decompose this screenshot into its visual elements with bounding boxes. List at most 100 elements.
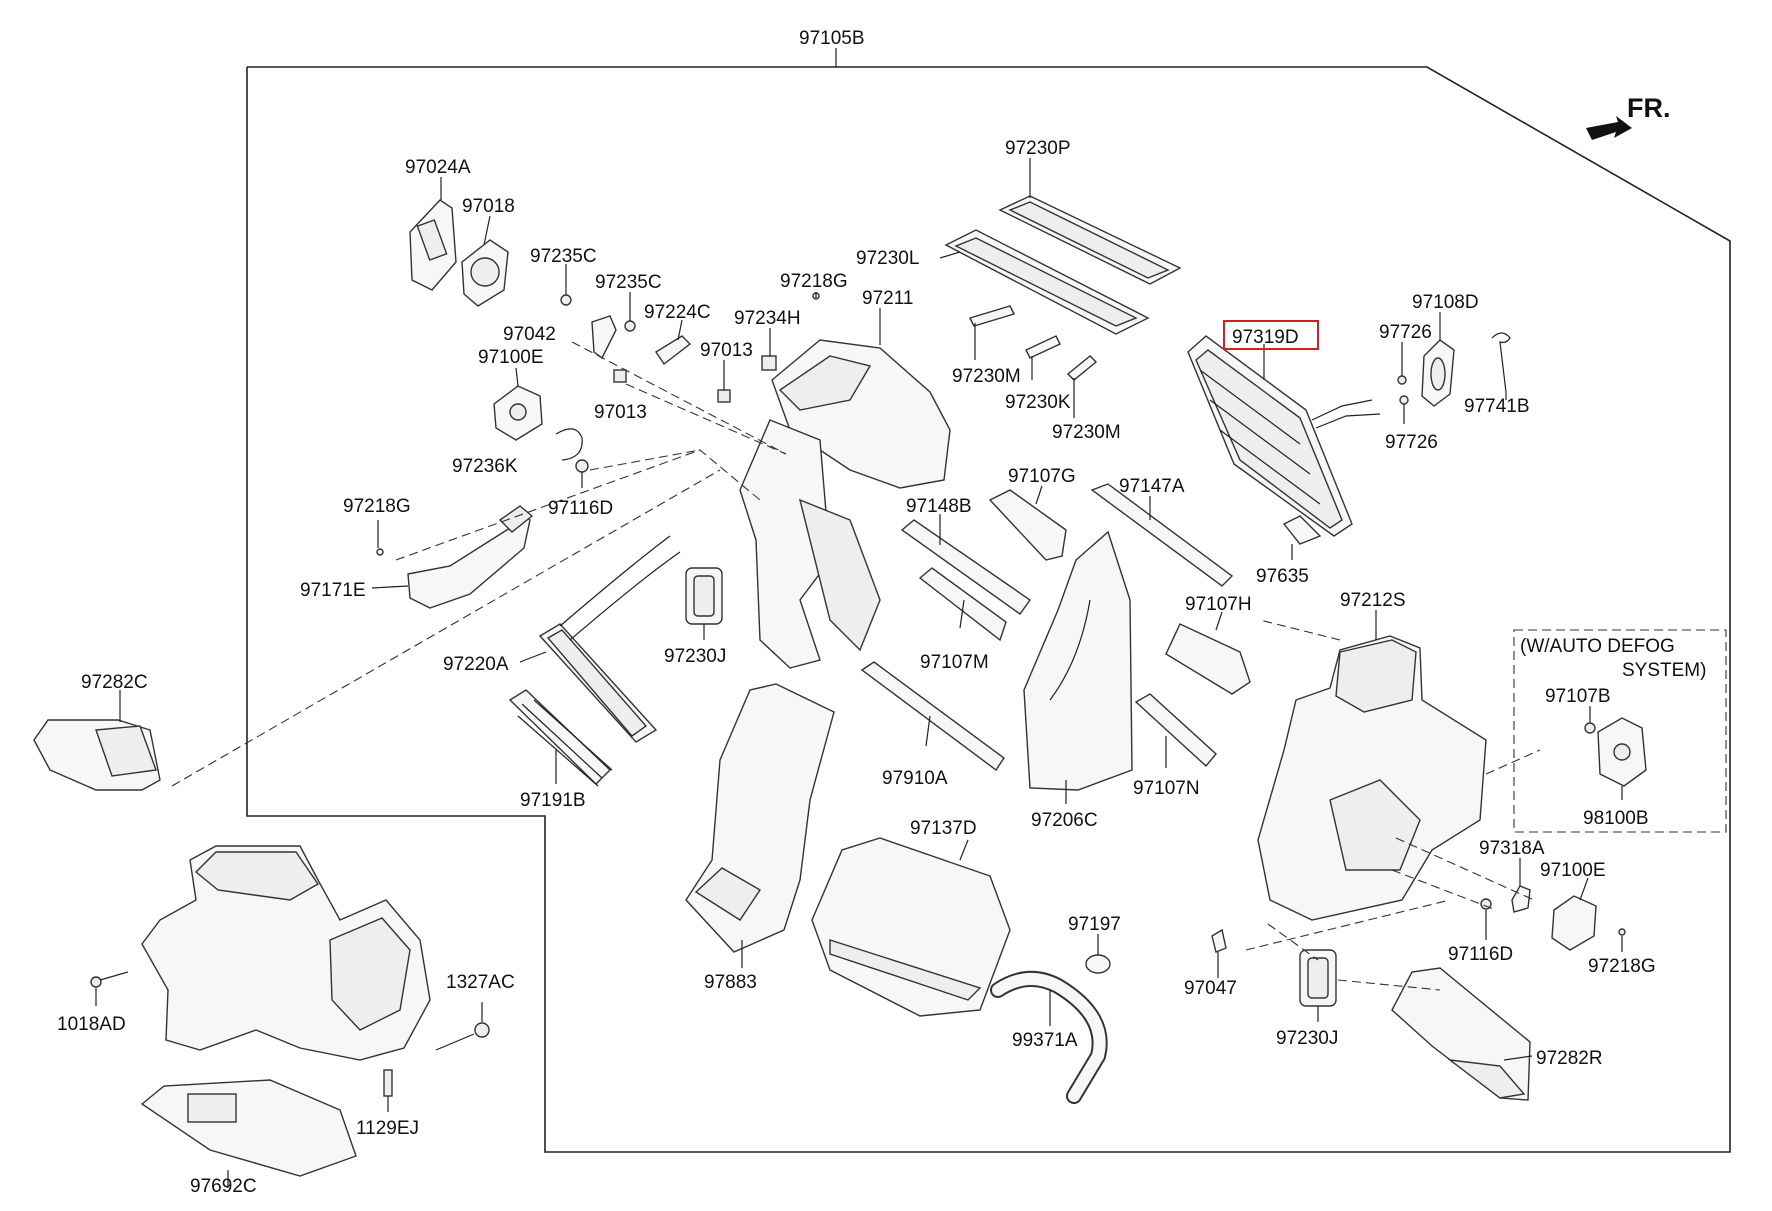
callout-97116D-a[interactable]: 97116D — [548, 498, 613, 519]
callout-97107N[interactable]: 97107N — [1133, 778, 1200, 799]
part-97108D-shape — [1421, 339, 1455, 407]
part-97013-a-shape — [613, 369, 627, 383]
callout-97230L[interactable]: 97230L — [856, 248, 919, 269]
part-97635-shape — [1282, 515, 1322, 545]
part-97100E-b-shape — [1551, 895, 1597, 951]
callout-97282C[interactable]: 97282C — [81, 672, 148, 693]
highlight-frame-97319D — [1223, 320, 1319, 350]
callout-97230M-a[interactable]: 97230M — [952, 366, 1021, 387]
callout-97319D[interactable]: 97319D — [1232, 327, 1299, 348]
callout-97100E-a[interactable]: 97100E — [478, 347, 544, 368]
callout-97230P[interactable]: 97230P — [1005, 138, 1071, 159]
callout-97235C-a[interactable]: 97235C — [530, 246, 597, 267]
part-97197-shape — [1085, 954, 1111, 974]
callout-97100E-b[interactable]: 97100E — [1540, 860, 1606, 881]
callout-97018[interactable]: 97018 — [462, 196, 515, 217]
front-direction-label: FR. — [1627, 93, 1671, 123]
callout-1129EJ[interactable]: 1129EJ — [356, 1118, 419, 1139]
callout-97230M-b[interactable]: 97230M — [1052, 422, 1121, 443]
part-1018AD-shape — [90, 976, 102, 988]
callout-97282R[interactable]: 97282R — [1536, 1048, 1603, 1069]
part-97230M-b-shape — [1066, 355, 1098, 381]
part-97220A-shape — [538, 535, 681, 743]
part-97234H-shape — [761, 355, 777, 371]
callout-97042[interactable]: 97042 — [503, 324, 556, 345]
part-97107H-shape — [1165, 623, 1251, 695]
part-1327AC-shape — [474, 1022, 490, 1038]
callout-97107B[interactable]: 97107B — [1545, 686, 1611, 707]
callout-97234H[interactable]: 97234H — [734, 308, 801, 329]
part-97235C-a-shape — [560, 294, 572, 306]
callout-99371A[interactable]: 99371A — [1012, 1030, 1078, 1051]
callout-97013-a[interactable]: 97013 — [594, 402, 647, 423]
callout-1018AD[interactable]: 1018AD — [57, 1014, 126, 1035]
part-97726-b-shape — [1399, 395, 1409, 405]
part-97147A-shape — [1090, 483, 1234, 587]
part-97018-shape — [461, 239, 509, 307]
callout-97910A[interactable]: 97910A — [882, 768, 948, 789]
callout-97236K[interactable]: 97236K — [452, 456, 518, 477]
callout-97230K[interactable]: 97230K — [1005, 392, 1071, 413]
callout-97218G-c[interactable]: 97218G — [1588, 956, 1656, 977]
callout-98100B[interactable]: 98100B — [1583, 808, 1649, 829]
part-assembly-lower-left-shape — [141, 845, 431, 1061]
callout-97741B[interactable]: 97741B — [1464, 396, 1530, 417]
callout-97197[interactable]: 97197 — [1068, 914, 1121, 935]
assembly-frame — [246, 66, 1731, 1153]
part-97910A-shape — [860, 661, 1005, 772]
callout-97883[interactable]: 97883 — [704, 972, 757, 993]
part-97218G-c-shape — [1618, 928, 1626, 936]
callout-97220A[interactable]: 97220A — [443, 654, 509, 675]
callout-97230J-a[interactable]: 97230J — [664, 646, 726, 667]
callout-97108D[interactable]: 97108D — [1412, 292, 1479, 313]
callout-97148B[interactable]: 97148B — [906, 496, 972, 517]
callout-97235C-b[interactable]: 97235C — [595, 272, 662, 293]
callout-97147A[interactable]: 97147A — [1119, 476, 1185, 497]
callout-97318A[interactable]: 97318A — [1479, 838, 1545, 859]
callout-97212S[interactable]: 97212S — [1340, 590, 1406, 611]
callout-97024A[interactable]: 97024A — [405, 157, 471, 178]
callout-97206C[interactable]: 97206C — [1031, 810, 1098, 831]
part-97319D-shape — [1187, 335, 1381, 537]
part-97230K-shape — [1025, 335, 1061, 359]
callout-97218G-a[interactable]: 97218G — [780, 271, 848, 292]
callout-97726-a[interactable]: 97726 — [1379, 322, 1432, 343]
part-97235C-b-shape — [624, 320, 636, 332]
part-97024A-shape — [409, 199, 457, 291]
part-97236K-shape — [555, 428, 583, 461]
part-97282R-shape — [1391, 967, 1531, 1101]
callout-97105B[interactable]: 97105B — [799, 28, 865, 49]
callout-97013-b[interactable]: 97013 — [700, 340, 753, 361]
callout-97224C[interactable]: 97224C — [644, 302, 711, 323]
part-97107N-shape — [1134, 693, 1217, 768]
callout-97137D[interactable]: 97137D — [910, 818, 977, 839]
callout-97191B[interactable]: 97191B — [520, 790, 586, 811]
callout-97107H[interactable]: 97107H — [1185, 594, 1252, 615]
part-97282C-shape — [33, 719, 161, 791]
callout-97107M[interactable]: 97107M — [920, 652, 989, 673]
part-97726-a-shape — [1397, 375, 1407, 385]
part-97171E-shape — [407, 505, 534, 609]
callout-97211[interactable]: 97211 — [862, 288, 913, 309]
callout-97726-b[interactable]: 97726 — [1385, 432, 1438, 453]
part-97206C-shape — [1023, 530, 1133, 791]
callout-97107G[interactable]: 97107G — [1008, 466, 1076, 487]
option-box-line1: (W/AUTO DEFOG — [1520, 636, 1675, 657]
part-97224C-shape — [655, 335, 692, 366]
part-97116D-b-shape — [1480, 898, 1492, 910]
callout-97218G-b[interactable]: 97218G — [343, 496, 411, 517]
part-97318A-shape — [1511, 885, 1531, 913]
callout-97171E[interactable]: 97171E — [300, 580, 366, 601]
part-97107B-shape — [1584, 722, 1596, 734]
callout-97635[interactable]: 97635 — [1256, 566, 1309, 587]
part-97042-shape — [591, 315, 617, 360]
callout-97230J-b[interactable]: 97230J — [1276, 1028, 1338, 1049]
part-97212S-shape — [1257, 635, 1487, 921]
callout-97116D-b[interactable]: 97116D — [1448, 944, 1513, 965]
option-box-auto-defog — [1513, 629, 1727, 833]
part-97047-shape — [1211, 928, 1227, 953]
part-97230M-a-shape — [969, 305, 1015, 327]
callout-97047[interactable]: 97047 — [1184, 978, 1237, 999]
callout-1327AC[interactable]: 1327AC — [446, 972, 515, 993]
callout-97692C[interactable]: 97692C — [190, 1176, 257, 1197]
